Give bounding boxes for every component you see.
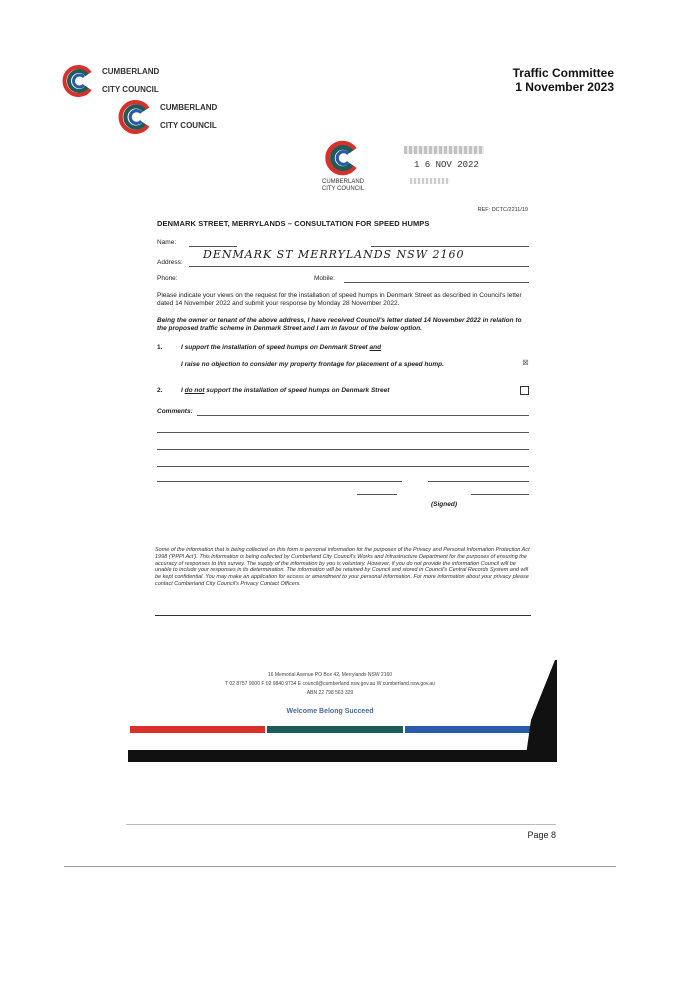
option1-text-a: I support the installation of speed hump… [181,344,370,351]
comments-label: Comments: [157,408,193,415]
name-row: Name: [157,238,529,247]
signed-label: (Signed) [431,501,457,508]
mobile-label: Mobile: [314,275,335,282]
header-committee: Traffic Committee [512,66,614,80]
option1-checkbox-checked[interactable]: ☒ [522,360,529,367]
logo-line1: CUMBERLAND [160,103,218,112]
red-bar [130,726,266,733]
scan-edge-bottom [128,750,555,762]
logo-line2: CITY COUNCIL [160,121,217,130]
council-logo-second: CUMBERLAND CITY COUNCIL [118,94,217,139]
document-header: Traffic Committee 1 November 2023 [513,66,614,94]
mobile-field[interactable] [344,274,529,283]
teal-bar [267,726,403,733]
comments-field-2[interactable] [157,422,529,433]
bottom-divider [64,866,616,867]
comments-field-3[interactable] [157,439,529,450]
comments-field-1[interactable] [197,407,529,416]
intro-text: Please indicate your views on the reques… [157,292,522,307]
option1-number: 1. [157,344,163,351]
option1-text-and: and [369,344,382,351]
logo-text: CUMBERLAND CITY COUNCIL [102,58,159,103]
logo-line2: CITY COUNCIL [321,186,365,192]
signature-field[interactable] [428,473,529,482]
form-title: DENMARK STREET, MERRYLANDS – CONSULTATIO… [157,219,430,228]
comments-field-5[interactable] [157,473,402,482]
stamp-bottom-smudge [410,178,450,184]
address-handwritten: DENMARK ST MERRYLANDS NSW 2160 [203,248,465,261]
color-bars [130,726,540,733]
option-1: 1. I support the installation of speed h… [157,344,529,352]
council-logo-icon [325,140,357,176]
option2-text: I do not support the installation of spe… [181,387,389,395]
option2-text-do-not: do not [184,387,205,394]
council-logo-top: CUMBERLAND CITY COUNCIL [62,58,159,103]
letter-logo: CUMBERLAND CITY COUNCIL [308,140,378,193]
option-1-line2: I raise no objection to consider my prop… [157,360,529,369]
logo-text: CUMBERLAND CITY COUNCIL [160,94,217,139]
name-field-right[interactable] [371,238,529,247]
logo-line1: CUMBERLAND [321,179,364,185]
council-logo-icon [62,64,92,97]
phone-label: Phone: [157,275,178,282]
date-field[interactable] [357,486,397,495]
signature-lines [157,473,529,482]
comments-field-4[interactable] [157,456,529,467]
signature-field-2[interactable] [471,486,529,495]
privacy-notice: Some of the information that is being co… [155,547,530,587]
letter-footer: 16 Memorial Avenue PO Box 42, Merrylands… [120,672,540,696]
comments-row: Comments: [157,407,529,416]
address-row: Address: DENMARK ST MERRYLANDS NSW 2160 [157,248,529,267]
logo-line1: CUMBERLAND [102,67,160,76]
option2-checkbox[interactable] [520,386,529,395]
privacy-divider [155,615,531,616]
signature-short-lines [157,486,529,495]
footer-contacts: T 02 8757 9000 F 02 9840 9734 E council@… [225,681,435,687]
council-logo-icon [118,99,150,134]
scan-edge-corner [525,660,557,762]
welcome-tagline: Welcome Belong Succeed [286,708,374,715]
phone-row: Phone: Mobile: [157,274,529,283]
stamp-top-smudge [404,146,484,154]
received-stamp: 1 6 NOV 2022 [400,146,495,198]
option-2: 2. I do not support the installation of … [157,386,529,395]
declaration-text: Being the owner or tenant of the above a… [157,317,522,332]
footer-address: 16 Memorial Avenue PO Box 42, Merrylands… [267,672,393,678]
option1-line2-text: I raise no objection to consider my prop… [181,361,444,368]
name-label: Name: [157,239,177,246]
header-date: 1 November 2023 [515,80,614,94]
stamp-date: 1 6 NOV 2022 [414,160,479,170]
form-reference: REF: DCTC/2211/19 [477,207,528,213]
logo-line2: CITY COUNCIL [102,85,159,94]
page-number: Page 8 [527,830,556,840]
option2-number: 2. [157,387,163,394]
option2-text-c: support the installation of speed humps … [204,387,390,394]
option1-line1: I support the installation of speed hump… [181,344,381,352]
address-label: Address: [157,259,183,266]
blue-bar [404,726,540,733]
name-field[interactable] [189,238,237,247]
address-field[interactable]: DENMARK ST MERRYLANDS NSW 2160 [189,248,529,267]
page-footer-divider [126,824,556,825]
option2-text-a: I [181,387,185,394]
consultation-form: DENMARK STREET, MERRYLANDS – CONSULTATIO… [157,220,529,509]
footer-abn: ABN 22 798 563 329 [306,690,354,696]
